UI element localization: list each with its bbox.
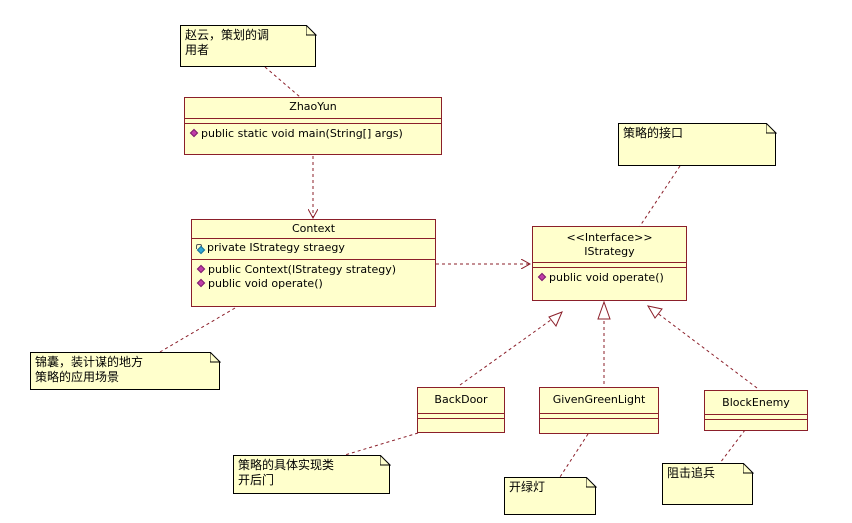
class-name: ZhaoYun (289, 100, 337, 113)
note-backdoor[interactable]: 策略的具体实现类 开后门 (233, 455, 391, 494)
realization-arrowhead-blockenemy (646, 305, 663, 319)
realization-arrowhead-givengreenlight (597, 300, 611, 320)
interface-istrategy[interactable]: <<Interface>> IStrategy public void oper… (532, 226, 687, 301)
note-text: 策略的接口 (623, 126, 684, 140)
class-name: BackDoor (434, 393, 488, 406)
attribute-label: private IStrategy straegy (207, 241, 345, 254)
note-zhaoyun[interactable]: 赵云，策划的调 用者 (180, 25, 317, 67)
operation-label: public Context(IStrategy strategy) (208, 263, 397, 276)
operation-row: public static void main(String[] args) (189, 127, 437, 141)
operation-icon (537, 272, 547, 282)
note-text: 锦囊，装计谋的地方 策略的应用场景 (35, 355, 144, 384)
operation-icon (196, 264, 206, 274)
note-anchor-context (159, 307, 236, 353)
note-text: 策略的具体实现类 开后门 (238, 458, 335, 487)
class-name: GivenGreenLight (552, 393, 646, 406)
operation-row: public void operate() (537, 271, 682, 285)
class-name: BlockEnemy (722, 396, 790, 409)
realization-backdoor (459, 311, 563, 386)
class-givengreenlight[interactable]: GivenGreenLight (539, 387, 659, 434)
class-backdoor[interactable]: BackDoor (417, 387, 505, 433)
note-anchor-backdoor (344, 432, 419, 456)
operation-row: public void operate() (196, 277, 431, 291)
note-anchor-interface (639, 165, 681, 227)
realization-arrowhead-backdoor (548, 311, 563, 327)
private-attribute-icon (196, 243, 206, 254)
note-anchor-zhaoyun (264, 66, 301, 98)
note-context[interactable]: 锦囊，装计谋的地方 策略的应用场景 (30, 352, 221, 390)
note-text: 开绿灯 (509, 480, 546, 494)
attribute-row: private IStrategy straegy (196, 241, 431, 255)
operation-icon (196, 278, 206, 288)
class-blockenemy[interactable]: BlockEnemy (704, 390, 808, 431)
note-interface[interactable]: 策略的接口 (618, 123, 777, 166)
note-text: 赵云，策划的调 用者 (185, 28, 270, 57)
operation-label: public static void main(String[] args) (201, 127, 403, 140)
note-blockenemy[interactable]: 阻击追兵 (662, 463, 754, 505)
operation-label: public void operate() (549, 271, 664, 284)
note-anchor-greenlight (559, 433, 589, 478)
note-text: 阻击追兵 (667, 466, 716, 480)
stereotype-label: <<Interface>> (566, 231, 653, 244)
operation-label: public void operate() (208, 277, 323, 290)
realization-blockenemy (647, 305, 758, 389)
class-context[interactable]: Context private IStrategy straegy public… (191, 219, 436, 307)
class-zhaoyun[interactable]: ZhaoYun public static void main(String[]… (184, 97, 442, 155)
interface-name: IStrategy (584, 245, 635, 258)
operation-icon (189, 128, 199, 138)
operation-row: public Context(IStrategy strategy) (196, 263, 431, 277)
note-anchor-blockenemy (719, 429, 746, 464)
note-greenlight[interactable]: 开绿灯 (504, 477, 597, 515)
class-name: Context (291, 222, 336, 235)
